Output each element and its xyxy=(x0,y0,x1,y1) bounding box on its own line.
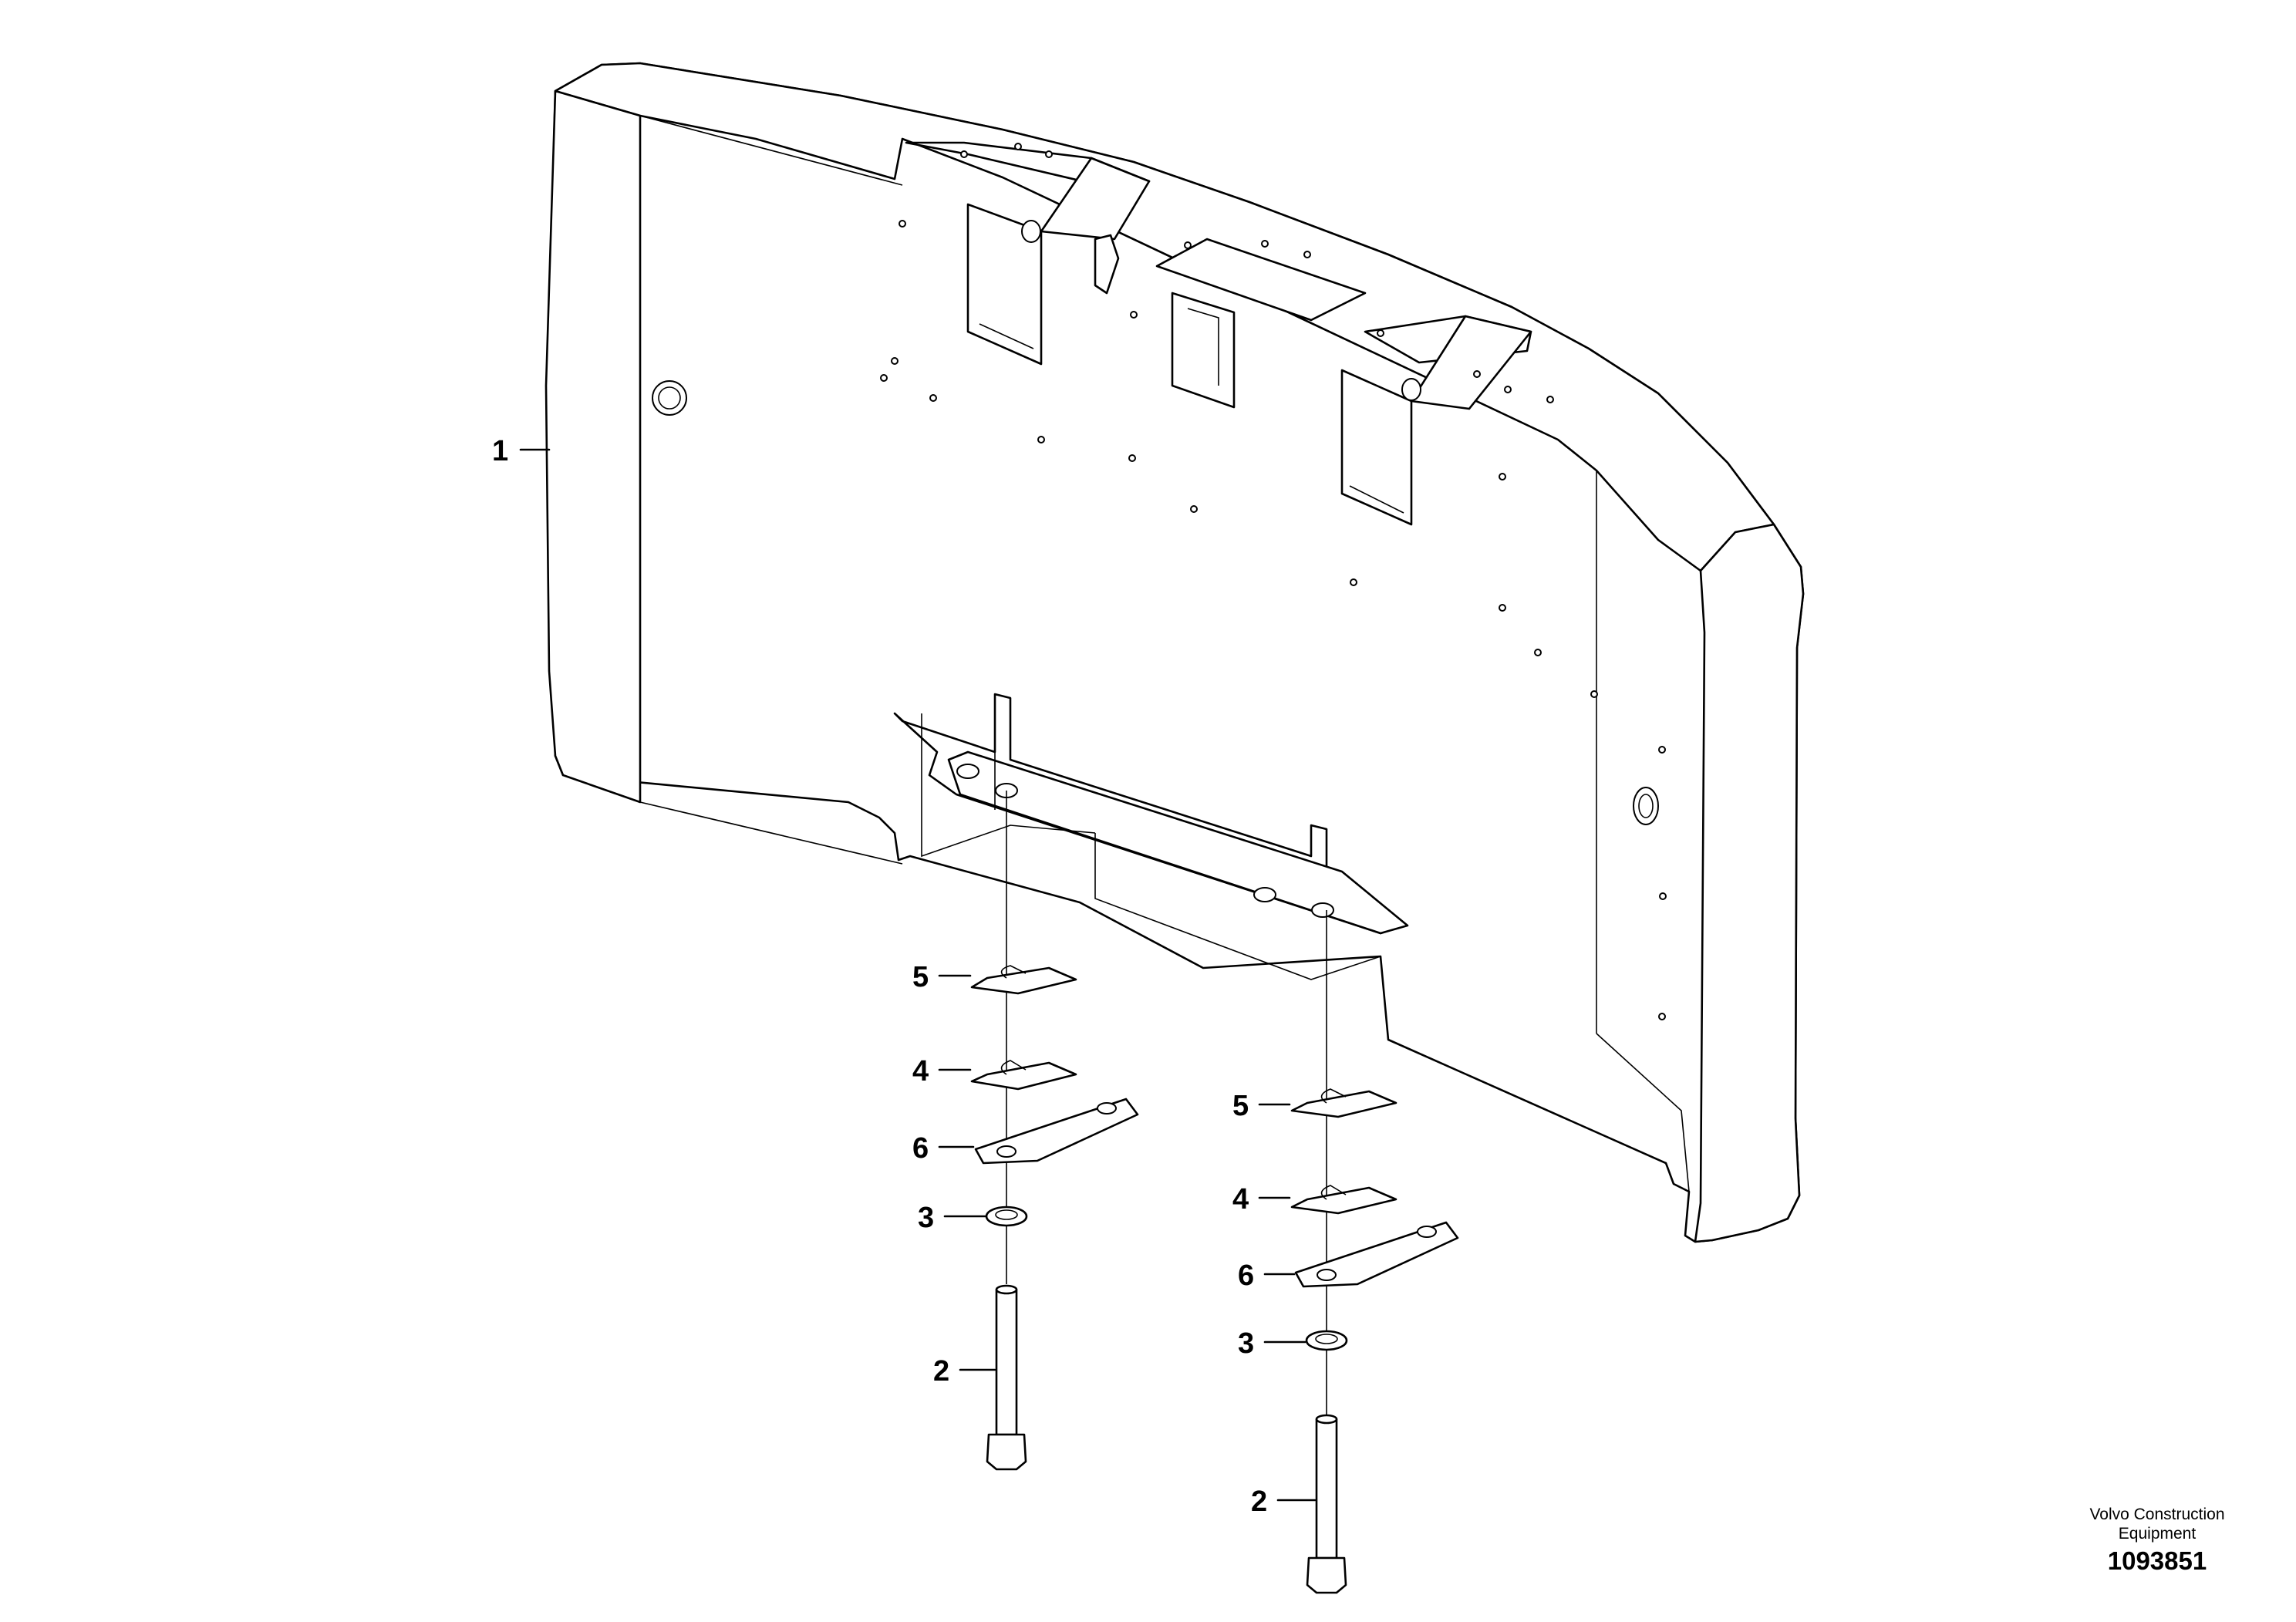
left-screw-2 xyxy=(986,1284,1027,1471)
right-shim-4 xyxy=(1290,1186,1397,1215)
right-lifting-bracket xyxy=(1340,315,1532,526)
callout-screw-right: 2 xyxy=(1251,1485,1267,1518)
callout-shim5-right: 5 xyxy=(1232,1090,1249,1122)
left-fastener-stack xyxy=(970,791,1139,1471)
counterweight-right-face xyxy=(1694,523,1805,1243)
left-shim-4 xyxy=(970,1061,1077,1091)
callout-leaders xyxy=(519,448,1317,1502)
callout-labels: 1 5 4 6 3 2 5 4 6 3 2 xyxy=(492,435,1267,1518)
right-side-port xyxy=(1633,787,1659,825)
company-name-line2: Equipment xyxy=(2118,1525,2197,1543)
document-footer: Volvo Construction Equipment 1093851 xyxy=(2072,1505,2242,1576)
callout-washer-right: 3 xyxy=(1238,1327,1254,1360)
callout-shim5-left: 5 xyxy=(912,961,929,993)
counterweight xyxy=(544,62,1805,1243)
right-fastener-stack xyxy=(1290,910,1459,1594)
right-screw-2 xyxy=(1306,1414,1347,1594)
callout-counterweight: 1 xyxy=(492,435,508,467)
callout-screw-left: 2 xyxy=(933,1355,949,1388)
left-side-port xyxy=(652,380,687,416)
callout-plate-right: 6 xyxy=(1238,1259,1254,1292)
right-shim-5 xyxy=(1290,1090,1397,1118)
document-number: 1093851 xyxy=(2107,1546,2207,1575)
callout-shim4-right: 4 xyxy=(1232,1183,1249,1216)
company-name-line1: Volvo Construction xyxy=(2089,1506,2225,1523)
callout-shim4-left: 4 xyxy=(912,1055,929,1088)
callout-washer-left: 3 xyxy=(918,1202,934,1234)
top-cover-plate xyxy=(1155,238,1367,409)
bottom-mounting-rail xyxy=(893,693,1409,980)
mounting-holes xyxy=(880,143,1667,1020)
counterweight-top-face xyxy=(554,62,1775,572)
callout-plate-left: 6 xyxy=(912,1132,929,1165)
counterweight-left-face xyxy=(544,89,642,804)
right-washer-3 xyxy=(1305,1330,1348,1351)
left-shim-5 xyxy=(970,966,1077,995)
left-lifting-bracket xyxy=(905,141,1151,366)
